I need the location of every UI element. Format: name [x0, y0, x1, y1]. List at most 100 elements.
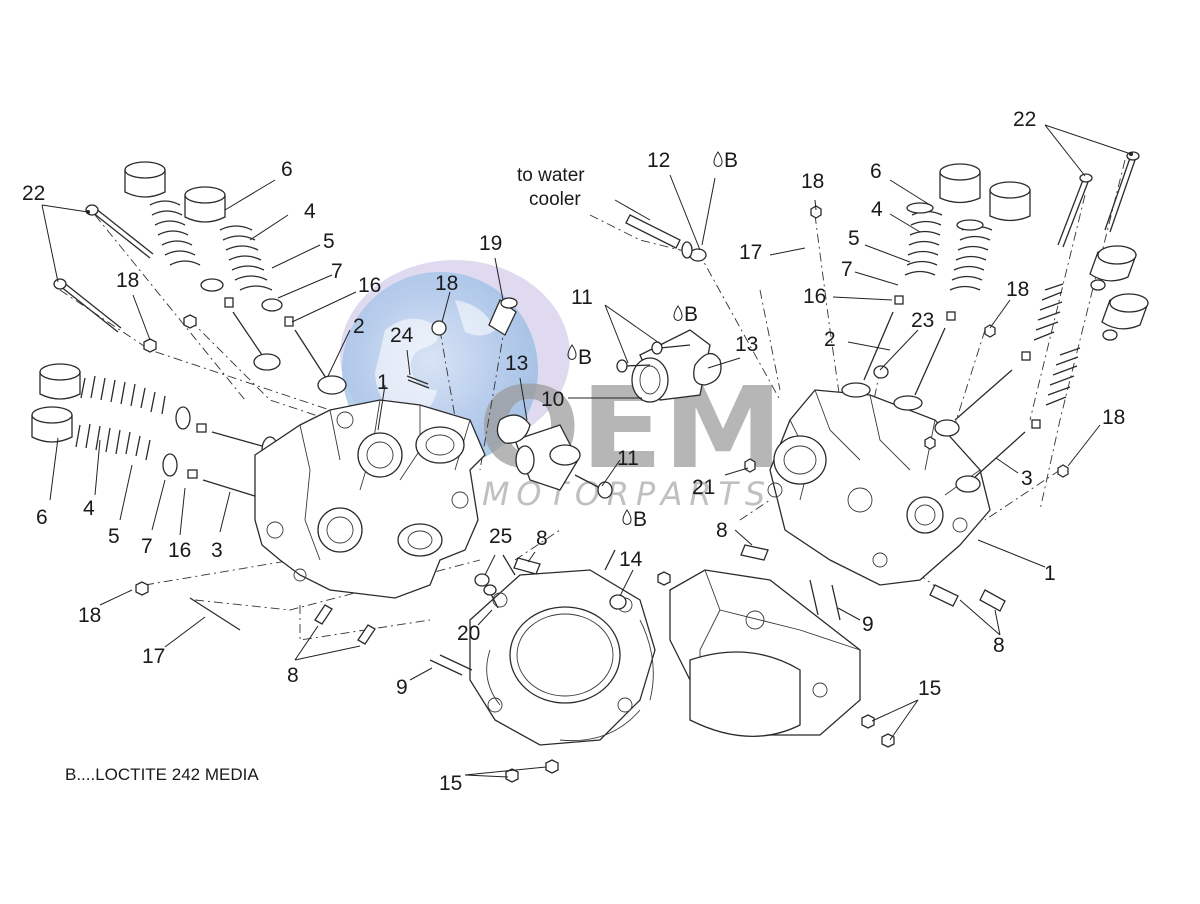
callout-label: 5 [848, 227, 860, 250]
valve-spring [80, 375, 166, 415]
nut [984, 324, 996, 338]
water-cooler-note-line2: cooler [529, 189, 581, 210]
callout-label: 9 [862, 613, 874, 636]
nut [545, 759, 559, 774]
gasket [496, 414, 531, 444]
intake-port [415, 426, 465, 464]
callout-label: 13 [505, 352, 528, 375]
valve-cotter [1021, 351, 1031, 361]
dowel-pin [740, 544, 769, 561]
valve-cotter [187, 469, 198, 479]
spring-retainer [1102, 329, 1118, 341]
callout-label: 16 [358, 274, 381, 297]
nut [609, 594, 627, 610]
callout-label: 19 [479, 232, 502, 255]
water-fittings [406, 214, 756, 499]
nut [861, 714, 875, 729]
callout-label: 20 [457, 622, 480, 645]
nut [1057, 464, 1069, 478]
callout-label: 1 [1044, 562, 1056, 585]
right-valve-train [810, 151, 1149, 493]
temperature-sensor [488, 297, 518, 336]
callout-label: 18 [116, 269, 139, 292]
valve [934, 369, 1013, 437]
dowel-pin [357, 624, 376, 645]
tappet-bucket [939, 163, 981, 204]
stud [439, 654, 473, 671]
hose-nipple [625, 214, 707, 262]
callout-label: 21 [692, 476, 715, 499]
callout-label: 4 [83, 497, 95, 520]
callout-label: 6 [36, 506, 48, 529]
spring-retainer [175, 406, 191, 430]
tappet-bucket [989, 181, 1031, 222]
lower-fasteners [135, 544, 1006, 783]
valve-cotter [224, 297, 234, 308]
loctite-drop-icon: B [673, 303, 698, 326]
tappet-bucket [1101, 293, 1149, 330]
gasket [693, 353, 722, 386]
valve-cotter [284, 316, 294, 327]
callout-label: 18 [1006, 278, 1029, 301]
nut [143, 338, 157, 353]
loctite-mark-label: B [724, 149, 738, 172]
screw [616, 359, 651, 373]
callout-label: 7 [331, 260, 343, 283]
callout-label: 14 [619, 548, 643, 571]
spring-retainer [200, 278, 224, 292]
callout-label: 18 [78, 604, 101, 627]
head-bolt [1057, 173, 1093, 248]
nut [135, 581, 149, 596]
callout-label: 25 [489, 525, 512, 548]
valve [841, 311, 894, 398]
callout-label: 7 [841, 258, 853, 281]
loctite-mark-label: B [578, 346, 592, 369]
spring-retainer [261, 298, 283, 312]
stud [831, 584, 841, 621]
left-cylinder-head [254, 399, 486, 599]
left-lower-valve-train [31, 363, 279, 514]
callout-label: 13 [735, 333, 758, 356]
port [357, 432, 403, 478]
valve-spring [1045, 347, 1081, 406]
tappet-bucket [184, 186, 226, 223]
callout-label: 17 [739, 241, 762, 264]
loctite-drop-icon: B [713, 149, 738, 172]
nut [183, 314, 197, 329]
callout-label: 8 [716, 519, 728, 542]
tappet-bucket [31, 406, 73, 443]
valve-cotter [1031, 419, 1041, 429]
nut [744, 458, 756, 473]
callout-label: 15 [918, 677, 941, 700]
intake-port [397, 523, 443, 557]
right-cylinder-head [767, 389, 991, 586]
callout-label: 15 [439, 772, 462, 795]
valve [893, 327, 946, 411]
valve-cotter [894, 295, 904, 305]
stud [189, 597, 241, 631]
valve [232, 311, 281, 371]
stud [406, 375, 430, 389]
callout-label: 12 [647, 149, 670, 172]
port [906, 496, 944, 534]
intake-port [773, 435, 827, 485]
loctite-footnote: B....LOCTITE 242 MEDIA [65, 765, 259, 784]
spring-retainer [906, 202, 934, 214]
valve-spring [949, 225, 993, 291]
callout-label: 23 [911, 309, 934, 332]
valve [955, 431, 1026, 493]
callout-label: 11 [617, 447, 639, 470]
tappet-bucket [124, 161, 166, 198]
tappet-bucket [39, 363, 81, 400]
head-bolt [53, 278, 122, 333]
callout-label: 11 [571, 286, 593, 309]
cylinder-barrel [689, 651, 801, 738]
valve-spring [904, 210, 943, 276]
callout-label: 18 [435, 272, 458, 295]
head-bolt [85, 204, 154, 259]
callout-label: 22 [1013, 108, 1036, 131]
valve-spring [75, 423, 151, 461]
left-cylinder [469, 549, 656, 746]
callout-label: 18 [1102, 406, 1125, 429]
